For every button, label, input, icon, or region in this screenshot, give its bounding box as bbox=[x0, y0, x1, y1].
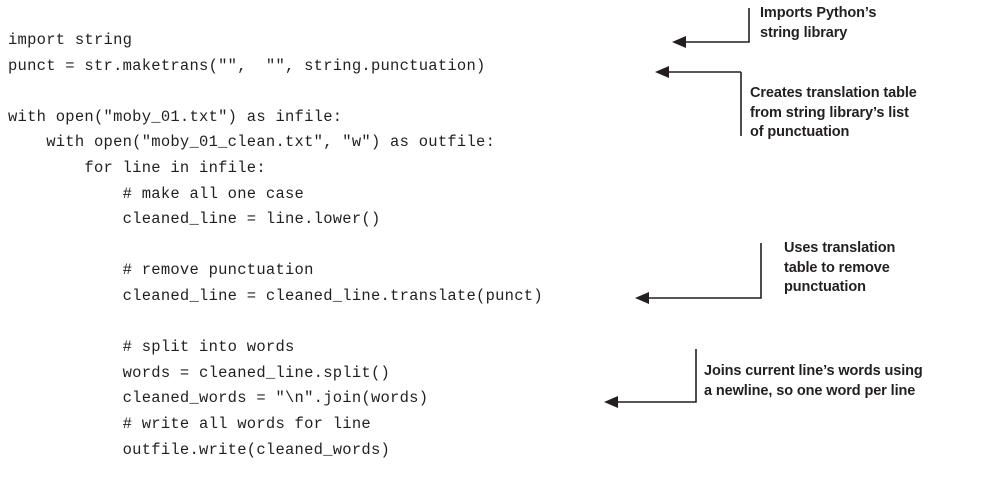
annotation-line: table to remove bbox=[784, 259, 890, 276]
code-line-comment: # split into words bbox=[8, 338, 295, 357]
annotation-line: punctuation bbox=[784, 279, 866, 295]
callout-leader-creates-translation-table bbox=[655, 66, 742, 136]
code-line-comment: # write all words for line bbox=[8, 414, 371, 433]
annotation-line: from string library’s list bbox=[750, 104, 909, 121]
code-line: cleaned_line = cleaned_line.translate(pu… bbox=[8, 286, 543, 305]
annotation-joins-current-lines-words: Joins current line’s words using a newli… bbox=[704, 362, 923, 401]
annotation-uses-translation-table: Uses translation table to remove punctua… bbox=[784, 239, 895, 298]
annotation-line: Creates translation table bbox=[750, 85, 917, 101]
code-line-blank bbox=[8, 233, 628, 259]
code-line-comment: # remove punctuation bbox=[8, 261, 314, 280]
code-line: cleaned_words = "\n".join(words) bbox=[8, 389, 429, 408]
code-listing: import string punct = str.maketrans("", … bbox=[8, 28, 628, 463]
code-line-comment: # make all one case bbox=[8, 184, 305, 203]
annotation-line: Imports Python’s bbox=[760, 5, 877, 21]
code-line: words = cleaned_line.split() bbox=[8, 363, 391, 382]
code-line: cleaned_line = line.lower() bbox=[8, 210, 381, 229]
annotation-line: Joins current line’s words using bbox=[704, 363, 923, 379]
annotation-line: of punctuation bbox=[750, 124, 850, 140]
callout-leader-joins-current-lines-words bbox=[604, 349, 697, 408]
annotation-creates-translation-table: Creates translation table from string li… bbox=[750, 84, 917, 143]
code-line: outfile.write(cleaned_words) bbox=[8, 440, 391, 459]
code-line-blank bbox=[8, 79, 628, 105]
annotation-line: Uses translation bbox=[784, 240, 896, 256]
code-line: with open("moby_01.txt") as infile: bbox=[8, 107, 343, 126]
code-line: import string bbox=[8, 31, 133, 49]
callout-leader-imports-python-string-library bbox=[672, 8, 750, 48]
code-line: for line in infile: bbox=[8, 158, 266, 177]
annotation-imports-python-string-library: Imports Python’s string library bbox=[760, 4, 876, 43]
annotation-line: a newline, so one word per line bbox=[704, 382, 916, 399]
callout-leader-uses-translation-table bbox=[635, 243, 762, 304]
code-line-blank bbox=[8, 310, 628, 336]
code-line: with open("moby_01_clean.txt", "w") as o… bbox=[8, 133, 496, 152]
code-line: punct = str.maketrans("", "", string.pun… bbox=[8, 56, 486, 75]
annotation-line: string library bbox=[760, 24, 848, 41]
